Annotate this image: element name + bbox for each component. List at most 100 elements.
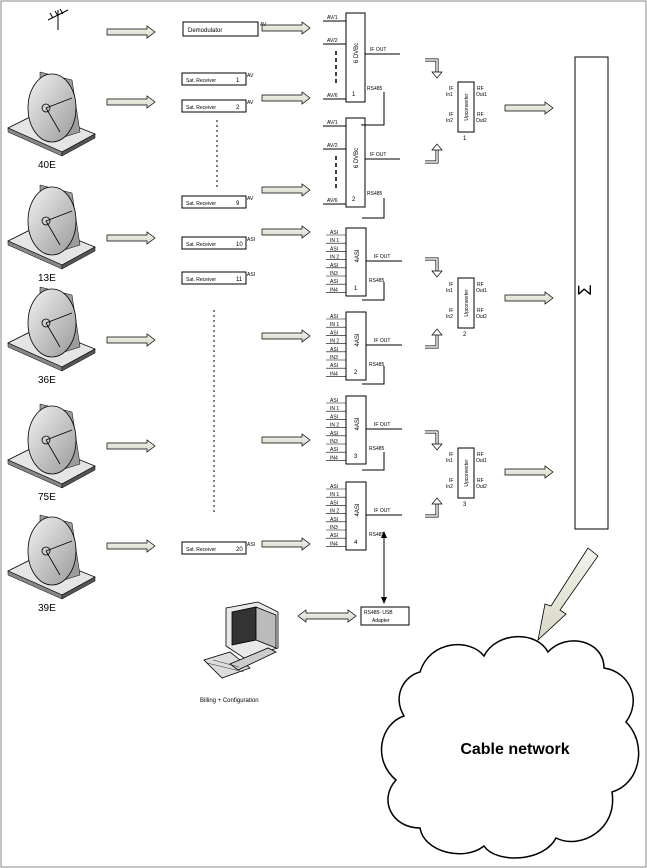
upconverter-out2-label: Out2 — [476, 118, 487, 124]
dish-reflector — [27, 73, 77, 143]
dish-label-4: 75E — [38, 492, 56, 503]
asi-port-label: ASI — [330, 363, 338, 369]
asi-rs485-label: RS485 — [369, 278, 385, 284]
sat-receiver-label: Sat. Receiver — [186, 547, 216, 553]
asi-port-label: IN 1 — [330, 238, 339, 244]
rs485-chain — [361, 92, 385, 471]
demodulator-box: Demodulator AV — [182, 21, 267, 37]
upconverter-out1-label: Out1 — [476, 92, 487, 98]
asi-port-label: IN4 — [330, 455, 338, 461]
ifout-connector — [425, 143, 443, 164]
sat-receiver-number: 2 — [236, 105, 240, 111]
upconverter-number: 3 — [463, 502, 467, 508]
dish-base-side — [61, 246, 96, 270]
receiver-to-modulator-arrow-7 — [261, 537, 311, 551]
asi-port-label: IN 1 — [330, 492, 339, 498]
upconverter-out2-label: Out2 — [476, 314, 487, 320]
asi-port-label: IN 2 — [330, 509, 339, 515]
upconverter-in2-label: In2 — [446, 314, 453, 320]
upconverter-in1-label: In1 — [446, 92, 453, 98]
sat-receiver-9: Sat. Receiver 9 AV — [181, 195, 254, 209]
dish-feed — [41, 435, 51, 445]
asi-port-label: ASI — [330, 230, 338, 236]
asi-port-label: ASI — [330, 414, 338, 420]
asi-unit-number: 4 — [354, 540, 358, 546]
upconverter-number: 1 — [463, 136, 467, 142]
dvbc-ifout-label: IF OUT — [370, 152, 386, 158]
upconverter-name: Upconverter — [464, 289, 470, 317]
dish-feed-arm — [45, 439, 61, 465]
satellite-dish-1: 40E — [7, 71, 96, 171]
sat-receiver-label: Sat. Receiver — [186, 242, 216, 248]
dish-feed — [41, 216, 51, 226]
asi-port-label: IN4 — [330, 541, 338, 547]
asi-port-label: ASI — [330, 484, 338, 490]
upconverter-to-combiner-arrow-3 — [504, 465, 554, 479]
upconverter-name: Upconverter — [464, 93, 470, 121]
asi-ifout-label: IF OUT — [374, 254, 390, 260]
dvbc-ifout-label: IF OUT — [370, 47, 386, 53]
upconverter-out2-label: RF — [477, 478, 484, 484]
dish-reflector — [27, 516, 77, 586]
asi-port-label: IN3 — [330, 525, 338, 531]
dish-feed-arm — [45, 429, 73, 441]
receiver-to-modulator-arrow-1 — [261, 21, 311, 35]
asi-port-label: IN 1 — [330, 322, 339, 328]
dvbc-unit-name: 6 DVBc — [354, 43, 360, 63]
adapter-line2: Adapter — [372, 618, 390, 624]
upconverter-in1-label: IF — [449, 452, 453, 458]
upconverter-number: 2 — [463, 332, 467, 338]
dvbc-port-label: AV/2 — [327, 143, 338, 149]
upconverter-out2-label: Out2 — [476, 484, 487, 490]
dvbc-port-label: AV/6 — [327, 93, 338, 99]
dvbc-port-label: AV/6 — [327, 198, 338, 204]
dvbc-port-label: AV/1 — [327, 120, 338, 126]
dvbc-rs485-label: RS485 — [367, 86, 383, 92]
sat-receiver-label: Sat. Receiver — [186, 105, 216, 111]
dvbc-port-label: AV/1 — [327, 15, 338, 21]
upconverter-out1-label: RF — [477, 86, 484, 92]
asi-unit-number: 2 — [354, 370, 358, 376]
upconverter-out1-label: RF — [477, 452, 484, 458]
satellite-dish-4: 75E — [7, 403, 96, 503]
sat-receiver-number: 10 — [236, 242, 243, 248]
sat-receiver-port: AV — [247, 196, 254, 202]
dish-label-5: 39E — [38, 603, 56, 614]
satellite-dish-3: 36E — [7, 286, 96, 386]
sat-receiver-number: 9 — [236, 201, 240, 207]
upconverter-in1-label: In1 — [446, 288, 453, 294]
rs485-arrow-up — [381, 531, 387, 538]
dish-feed — [41, 546, 51, 556]
asi-port-label: ASI — [330, 330, 338, 336]
dish-feed-arm — [45, 210, 73, 222]
sat-receiver-port: ASI — [247, 272, 255, 278]
input-arrow-5 — [106, 439, 156, 453]
input-arrow-2 — [106, 95, 156, 109]
upconverter-to-combiner-arrow-2 — [504, 291, 554, 305]
asi-port-label: ASI — [330, 347, 338, 353]
sat-receiver-label: Sat. Receiver — [186, 201, 216, 207]
upconverter-in2-label: IF — [449, 308, 453, 314]
dish-feed-arm — [45, 540, 73, 552]
dvbc-unit-name: 6 DVBc — [354, 148, 360, 168]
rs485-arrow-down — [381, 597, 387, 604]
dish-feed-arm — [45, 312, 73, 324]
receiver-to-modulator-arrow-6 — [261, 433, 311, 447]
upconverter-in1-label: In1 — [446, 458, 453, 464]
dish-base-side — [61, 133, 96, 157]
asi-unit-number: 3 — [354, 454, 358, 460]
asi-port-label: IN3 — [330, 355, 338, 361]
input-arrow-3 — [106, 231, 156, 245]
sat-receiver-number: 20 — [236, 547, 243, 553]
dish-feed-arm — [45, 220, 61, 246]
dish-feed — [41, 318, 51, 328]
